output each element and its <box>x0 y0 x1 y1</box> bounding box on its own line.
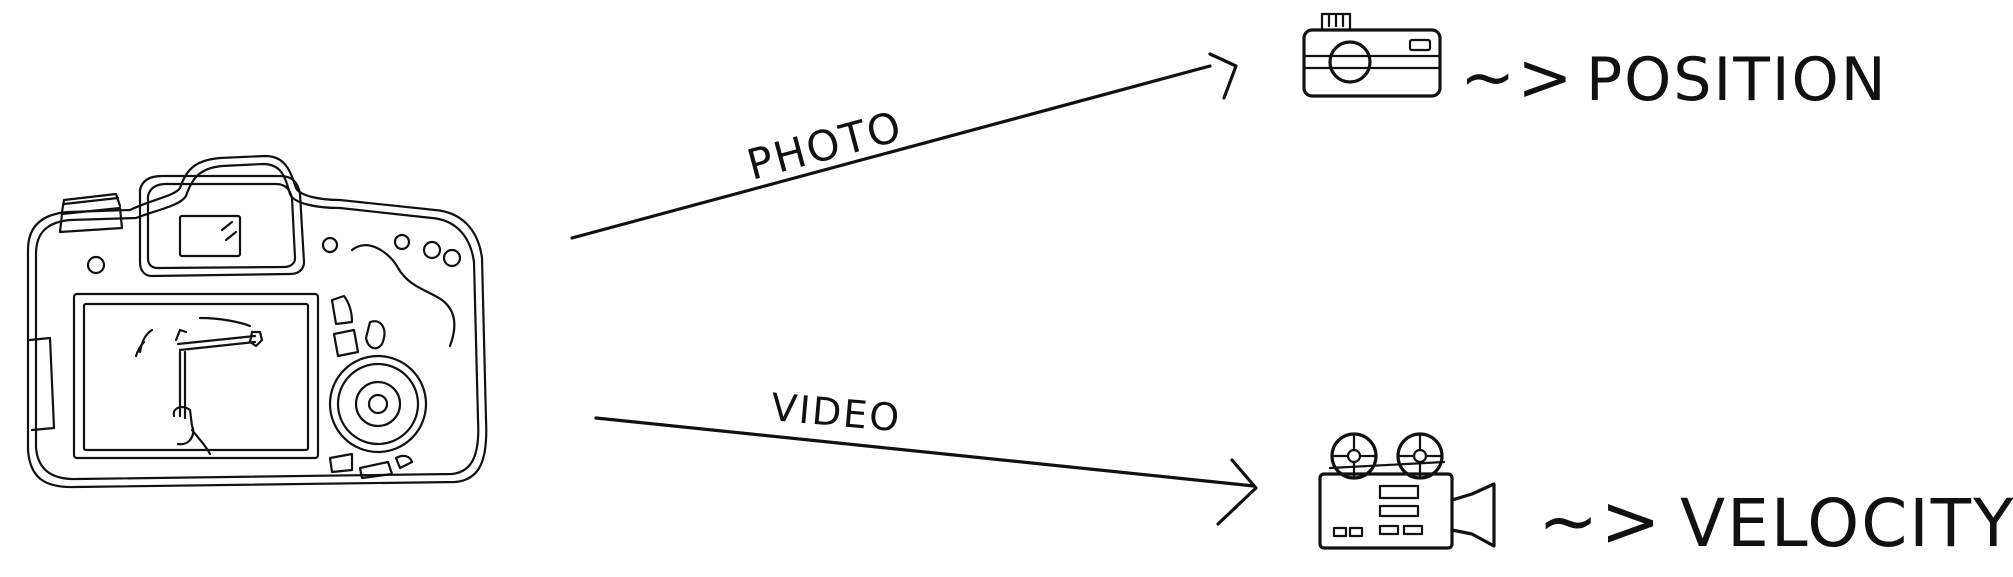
video-edge-label: VIDEO <box>769 385 903 440</box>
dslr-camera-icon <box>26 154 488 489</box>
position-label: POSITION <box>1586 45 1888 115</box>
photo-edge-label: PHOTO <box>742 101 908 189</box>
position-tilde-arrow: ~> <box>1460 39 1575 116</box>
velocity-tilde-arrow: ~> <box>1538 479 1663 563</box>
photo-camera-icon <box>1302 12 1442 98</box>
video-arrow <box>594 416 1258 526</box>
photo-arrow <box>570 52 1238 240</box>
velocity-label: VELOCITY <box>1680 485 2013 562</box>
film-camera-icon <box>1318 432 1496 550</box>
